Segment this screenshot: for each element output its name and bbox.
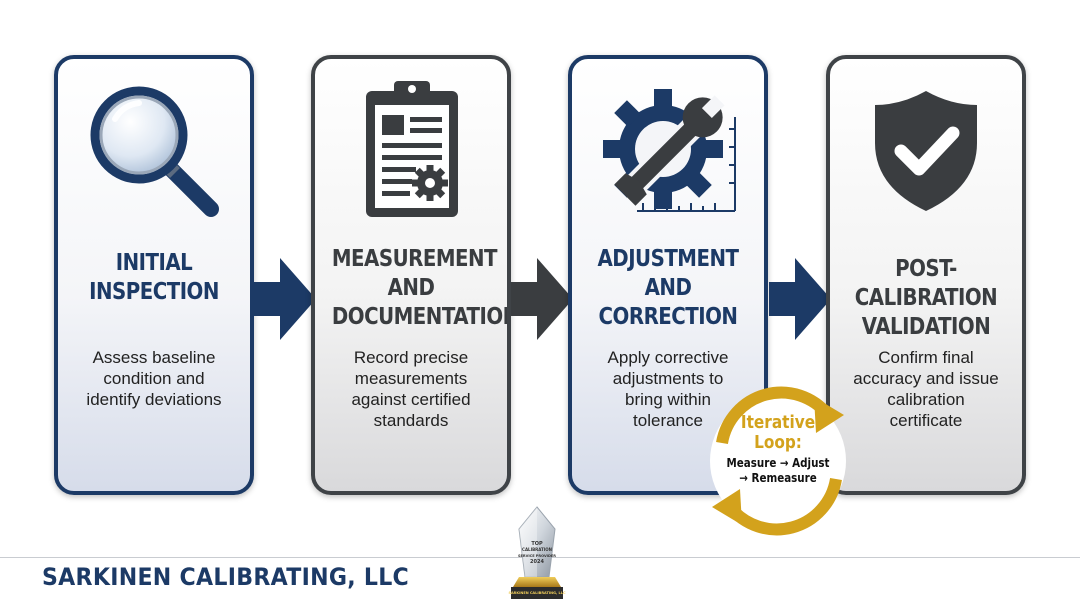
step-title: ADJUSTMENT AND CORRECTION — [597, 246, 739, 330]
step-card-post-calibration-validation: POST-CALIBRATION VALIDATION Confirm fina… — [826, 55, 1026, 495]
magnifying-glass-icon — [58, 77, 250, 227]
cycle-arrows-icon — [710, 386, 846, 536]
company-name: SARKINEN CALIBRATING, LLC — [42, 563, 410, 591]
step-description: Confirm final accuracy and issue calibra… — [853, 348, 999, 430]
step-title: MEASUREMENT AND DOCUMENTATION — [331, 246, 511, 330]
gear-wrench-icon — [572, 77, 764, 227]
loop-text: Iterative Loop: Measure → Adjust → Remea… — [700, 413, 856, 486]
arrow-right-icon — [769, 258, 831, 340]
arrow-right-icon — [254, 258, 316, 340]
award-trophy: TOP CALIBRATION SERVICE PROVIDER 2024 SA… — [505, 505, 569, 601]
shield-check-icon — [830, 77, 1022, 227]
arrow-right-icon — [511, 258, 573, 340]
iterative-loop-badge: Iterative Loop: Measure → Adjust → Remea… — [700, 375, 856, 545]
step-description: Record precise measurements against cert… — [351, 348, 471, 430]
clipboard-gear-icon — [315, 77, 507, 227]
loop-detail: Measure → Adjust — [726, 456, 830, 470]
award-base-text: SARKINEN CALIBRATING, LLC — [508, 591, 566, 595]
loop-detail: → Remeasure — [739, 471, 817, 485]
step-title: INITIAL INSPECTION — [89, 250, 219, 305]
step-description: Apply corrective adjustments to bring wi… — [607, 348, 729, 430]
trophy-icon — [511, 506, 563, 599]
loop-title: Loop: — [754, 432, 802, 453]
step-title: POST-CALIBRATION VALIDATION — [854, 256, 998, 340]
step-description: Assess baseline condition and identify d… — [86, 348, 222, 409]
award-text: TOP CALIBRATION SERVICE PROVIDER 2024 — [518, 541, 556, 565]
step-card-initial-inspection: INITIAL INSPECTION Assess baseline condi… — [54, 55, 254, 495]
step-card-measurement-documentation: MEASUREMENT AND DOCUMENTATION Record pre… — [311, 55, 511, 495]
loop-title: Iterative — [740, 412, 816, 433]
